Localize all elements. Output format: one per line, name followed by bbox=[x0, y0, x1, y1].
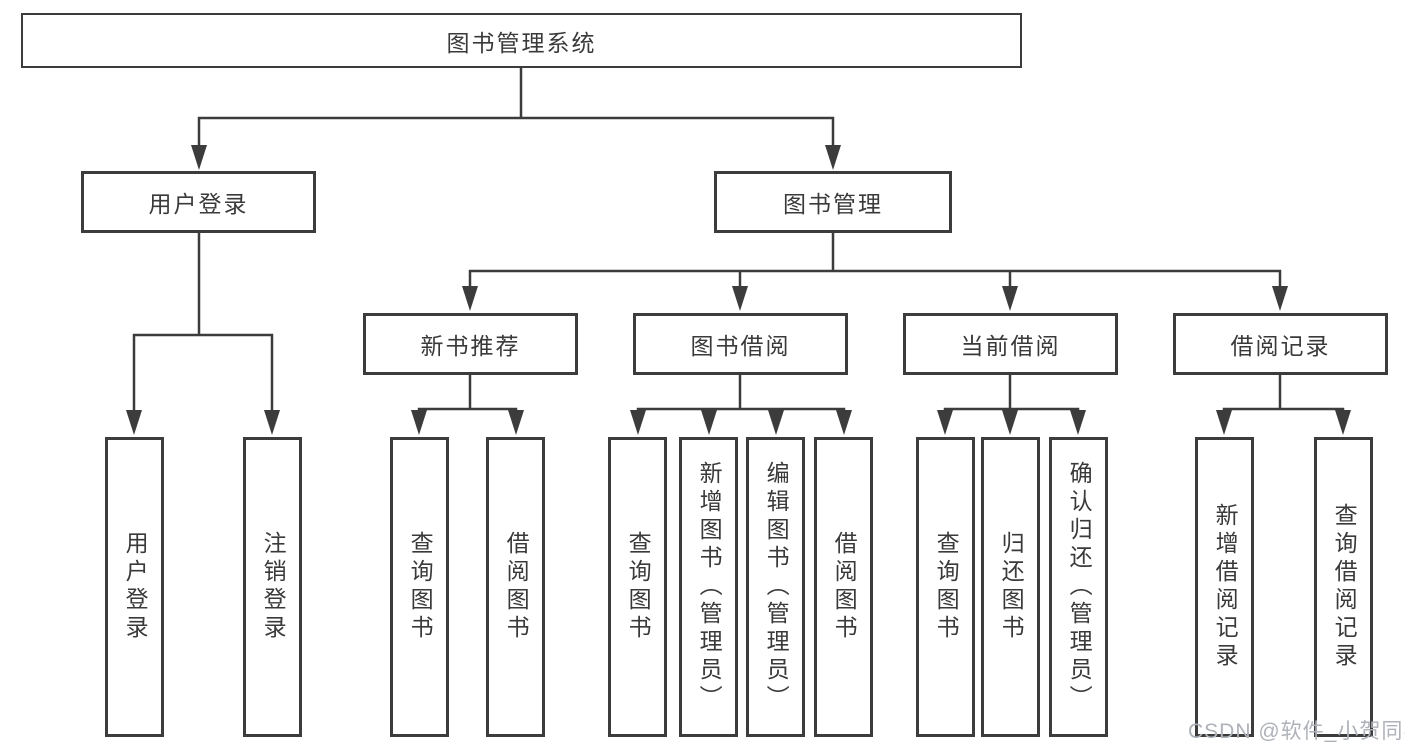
node-current-borrow: 当前借阅 bbox=[903, 313, 1118, 375]
leaf-user-login: 用户登录 bbox=[105, 437, 164, 737]
leaf-borrow-query-book: 查询图书 bbox=[608, 437, 667, 737]
leaf-user-login-label: 用户登录 bbox=[122, 531, 149, 643]
leaf-borrow-borrow-book: 借阅图书 bbox=[814, 437, 873, 737]
node-book-management: 图书管理 bbox=[714, 171, 952, 233]
leaf-current-return-book-label: 归还图书 bbox=[998, 531, 1025, 643]
leaf-current-confirm-return-admin-label: 确认归还（管理员） bbox=[1066, 461, 1093, 713]
node-book-management-label: 图书管理 bbox=[783, 191, 883, 217]
leaf-newbook-borrow-book: 借阅图书 bbox=[486, 437, 545, 737]
leaf-logout-login: 注销登录 bbox=[243, 437, 302, 737]
leaf-borrow-add-book-admin: 新增图书（管理员） bbox=[679, 437, 738, 737]
leaf-borrow-borrow-book-label: 借阅图书 bbox=[831, 531, 858, 643]
node-user-login: 用户登录 bbox=[81, 171, 316, 233]
leaf-current-query-book: 查询图书 bbox=[916, 437, 975, 737]
node-user-login-label: 用户登录 bbox=[148, 191, 249, 217]
node-new-book-recommend-label: 新书推荐 bbox=[420, 333, 521, 359]
node-borrow-records-label: 借阅记录 bbox=[1230, 333, 1331, 359]
node-current-borrow-label: 当前借阅 bbox=[960, 333, 1061, 359]
leaf-logout-login-label: 注销登录 bbox=[260, 531, 287, 643]
leaf-current-query-book-label: 查询图书 bbox=[933, 531, 960, 643]
leaf-records-add-record: 新增借阅记录 bbox=[1195, 437, 1254, 737]
leaf-borrow-query-book-label: 查询图书 bbox=[625, 531, 652, 643]
node-book-borrow: 图书借阅 bbox=[633, 313, 848, 375]
leaf-borrow-edit-book-admin-label: 编辑图书（管理员） bbox=[763, 461, 790, 713]
leaf-borrow-add-book-admin-label: 新增图书（管理员） bbox=[696, 461, 723, 713]
node-new-book-recommend: 新书推荐 bbox=[363, 313, 578, 375]
arrowheads bbox=[126, 145, 1351, 435]
csdn-watermark: CSDN @软件_小贺同学 bbox=[1188, 720, 1405, 743]
leaf-newbook-borrow-book-label: 借阅图书 bbox=[503, 531, 530, 643]
node-root-label: 图书管理系统 bbox=[446, 29, 597, 56]
leaf-newbook-query-book: 查询图书 bbox=[390, 437, 449, 737]
node-root: 图书管理系统 bbox=[21, 13, 1022, 68]
leaf-newbook-query-book-label: 查询图书 bbox=[407, 531, 434, 643]
leaf-records-add-record-label: 新增借阅记录 bbox=[1212, 503, 1239, 671]
leaf-borrow-edit-book-admin: 编辑图书（管理员） bbox=[746, 437, 805, 737]
leaf-records-query-record: 查询借阅记录 bbox=[1314, 437, 1373, 737]
leaf-current-confirm-return-admin: 确认归还（管理员） bbox=[1049, 437, 1108, 737]
node-borrow-records: 借阅记录 bbox=[1173, 313, 1388, 375]
node-book-borrow-label: 图书借阅 bbox=[690, 333, 791, 359]
leaf-current-return-book: 归还图书 bbox=[981, 437, 1040, 737]
leaf-records-query-record-label: 查询借阅记录 bbox=[1331, 503, 1358, 671]
